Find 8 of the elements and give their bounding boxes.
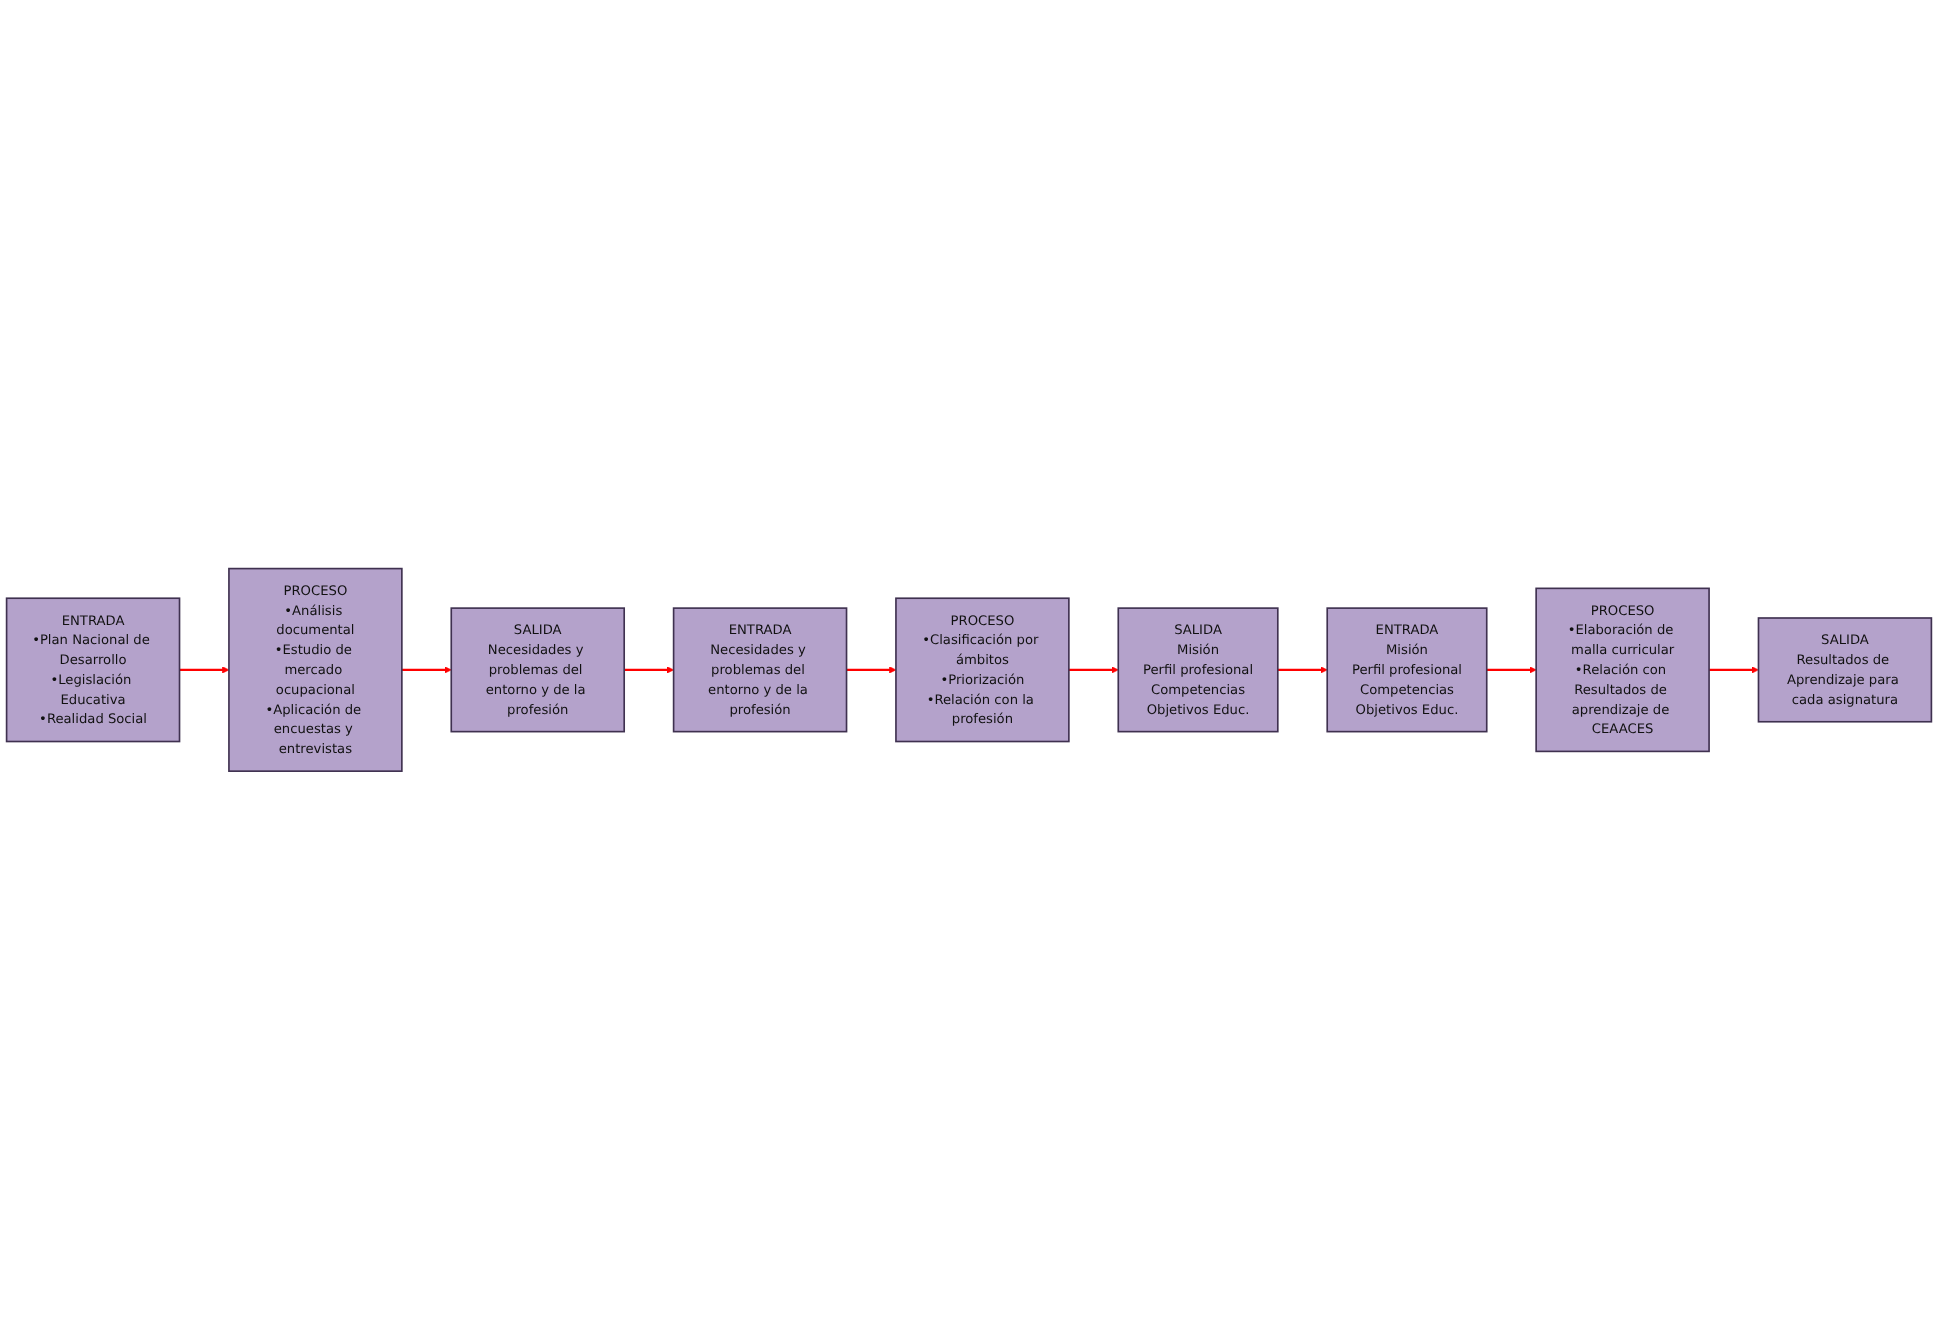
arrow — [1277, 666, 1328, 674]
arrow — [846, 666, 897, 674]
arrow — [179, 666, 230, 674]
arrow — [1709, 666, 1759, 674]
arrow — [624, 666, 674, 674]
arrow — [1068, 666, 1119, 674]
arrow — [1486, 666, 1537, 674]
arrow — [401, 666, 452, 674]
